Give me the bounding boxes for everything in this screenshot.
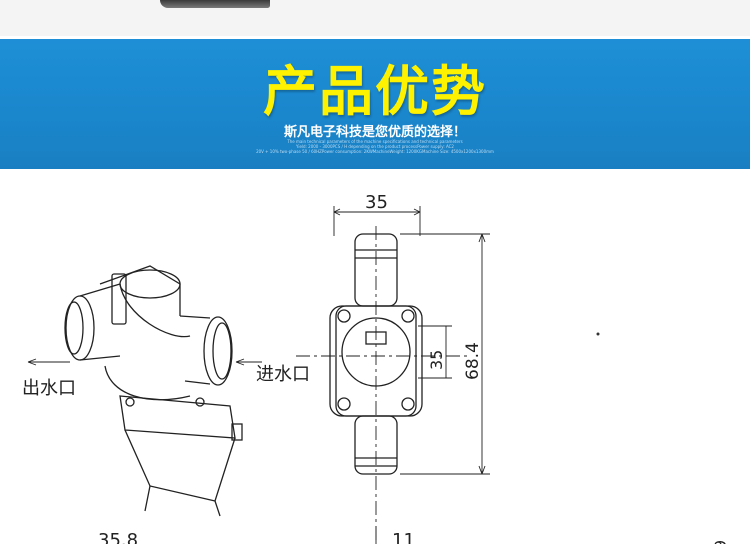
dimension-lines	[27, 206, 490, 544]
drawing-dot	[596, 332, 600, 336]
banner-fine-text: Yield: 2000 - 3000PCS / H depending on t…	[296, 144, 454, 149]
product-edge-image	[160, 0, 270, 8]
valve-isometric-view	[64, 265, 243, 517]
bottom-mid-dimension: 11	[392, 530, 415, 544]
advantage-banner: 产品优势 斯凡电子科技是您优质的选择！ The main technical p…	[0, 36, 750, 169]
banner-fine-text: 20V + 10% two-phase 50 / 60HZPower consu…	[256, 149, 494, 154]
banner-subtitle: 斯凡电子科技是您优质的选择！	[283, 125, 466, 140]
banner-fine-text: The main technical parameters of the mac…	[287, 139, 463, 144]
technical-drawing: 出水口 进水口 35 35 68.4 35.8 11 9	[22, 192, 730, 544]
height-dimension: 68.4	[463, 342, 483, 380]
inlet-label: 进水口	[256, 364, 310, 385]
top-strip	[0, 0, 750, 38]
banner-title: 产品优势	[263, 60, 487, 123]
bottom-right-dimension: 9	[711, 540, 730, 544]
bottom-left-dimension: 35.8	[98, 530, 138, 544]
center-dimension: 35	[427, 350, 446, 370]
width-dimension: 35	[365, 192, 388, 213]
outlet-label: 出水口	[22, 378, 76, 399]
